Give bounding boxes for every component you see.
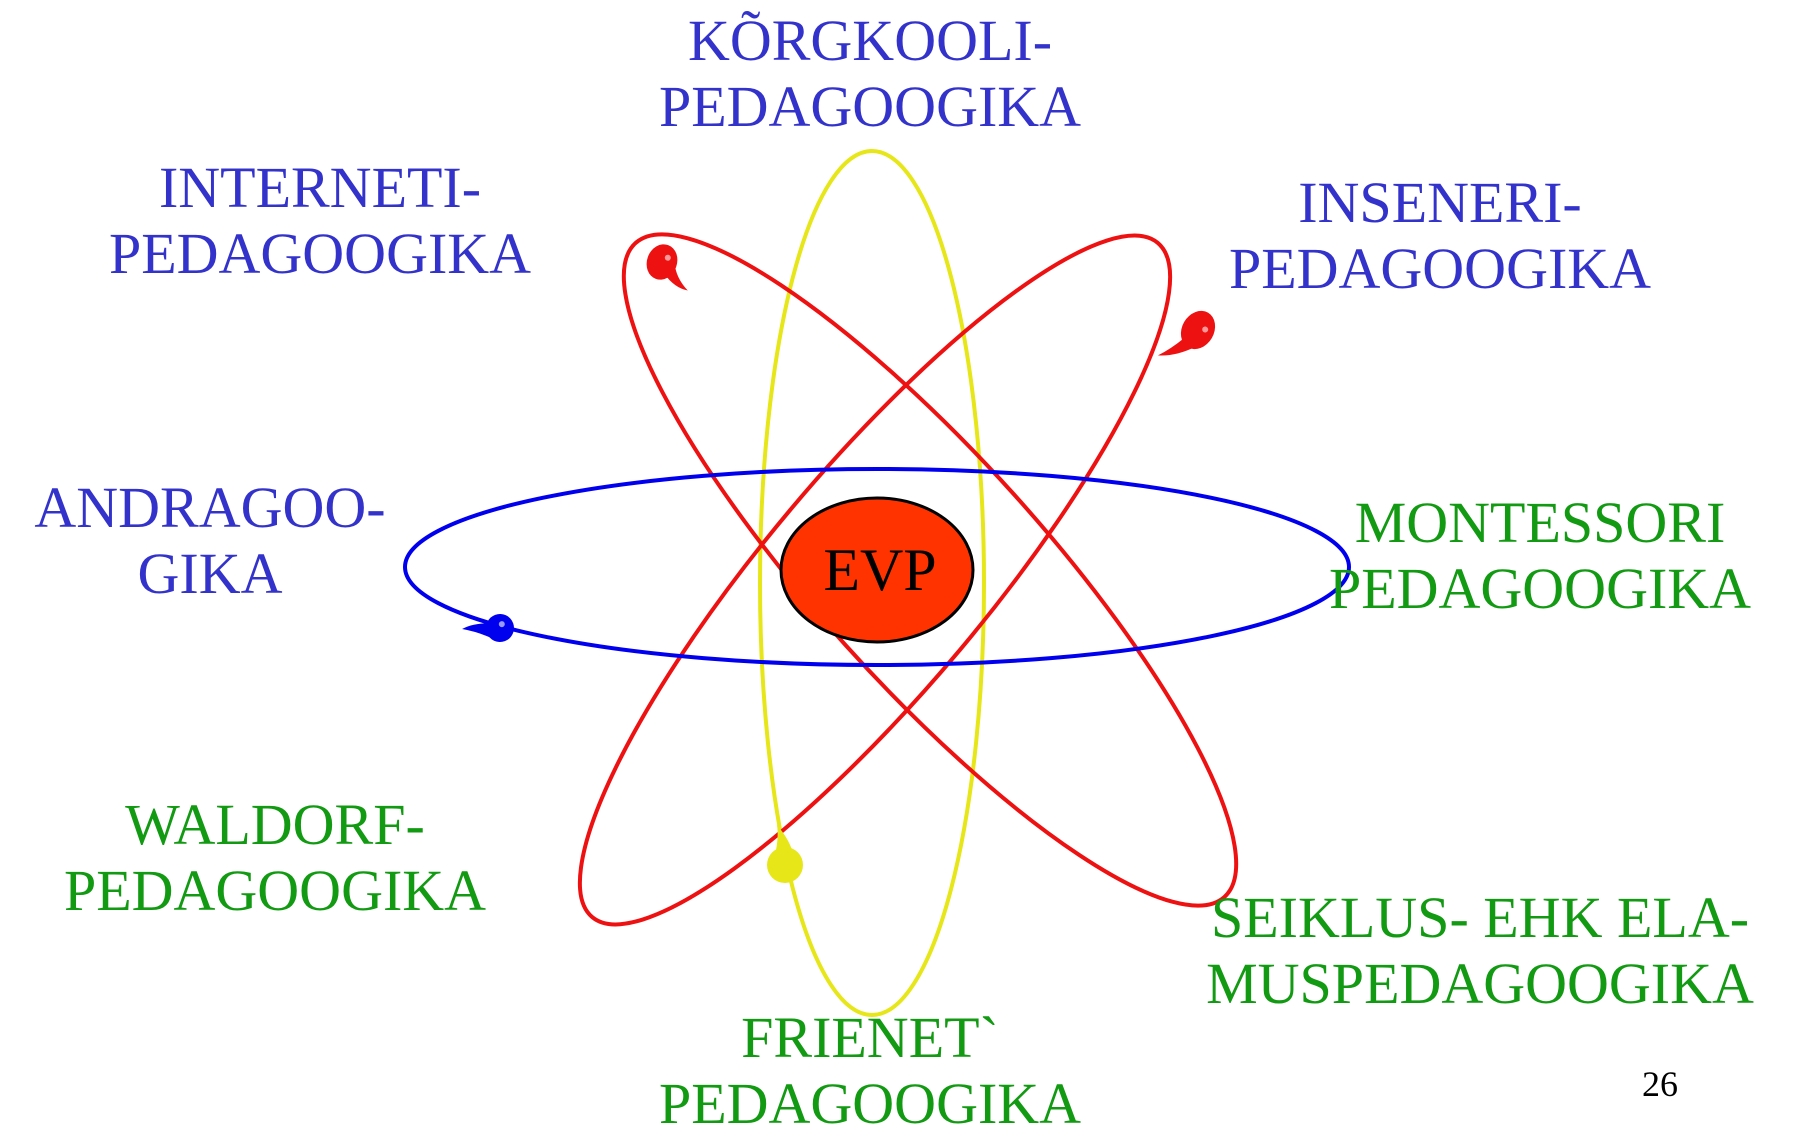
center-label: EVP [823,537,937,603]
label-inseneri-pedagoogika: INSENERI- PEDAGOOGIKA [1200,170,1680,302]
label-line: KÕRGKOOLI- [687,8,1053,73]
orbit-red-diagonal-2 [577,233,1173,927]
label-line: PEDAGOOGIKA [658,74,1082,139]
electron-yellow [767,825,803,883]
electron-red-top-right [1157,310,1216,356]
nucleus [779,496,975,644]
label-waldorf-pedagoogika: WALDORF- PEDAGOOGIKA [35,792,515,924]
orbit-yellow [758,149,986,1017]
label-line: MUSPEDAGOOGIKA [1206,951,1754,1016]
label-frienet-pedagoogika: FRIENET` PEDAGOOGIKA [630,1005,1110,1137]
label-line: FRIENET` [741,1005,999,1070]
orbit-red-diagonal-1 [621,232,1239,908]
label-seiklus-elamuspedagoogika: SEIKLUS- EHK ELA- MUSPEDAGOOGIKA [1170,885,1790,1017]
label-korgkooli-pedagoogika: KÕRGKOOLI- PEDAGOOGIKA [630,8,1110,140]
page-number: 26 [1642,1064,1678,1104]
label-line: PEDAGOOGIKA [108,221,532,286]
label-line: GIKA [137,541,283,606]
electron-blue [462,614,514,642]
label-montessori-pedagoogika: MONTESSORI PEDAGOOGIKA [1300,490,1780,622]
label-interneti-pedagoogika: INTERNETI- PEDAGOOGIKA [80,155,560,287]
label-line: PEDAGOOGIKA [1328,556,1752,621]
label-line: INTERNETI- [158,155,482,220]
label-line: PEDAGOOGIKA [658,1071,1082,1136]
label-line: WALDORF- [125,792,425,857]
label-line: MONTESSORI [1354,490,1726,555]
orbit-blue [403,467,1351,667]
label-line: INSENERI- [1298,170,1582,235]
label-line: PEDAGOOGIKA [1228,236,1652,301]
label-line: ANDRAGOO- [34,475,386,540]
electron-red-top-left [646,244,688,291]
label-line: SEIKLUS- EHK ELA- [1210,885,1750,950]
label-andragoogika: ANDRAGOO- GIKA [0,475,420,607]
label-line: PEDAGOOGIKA [63,858,487,923]
